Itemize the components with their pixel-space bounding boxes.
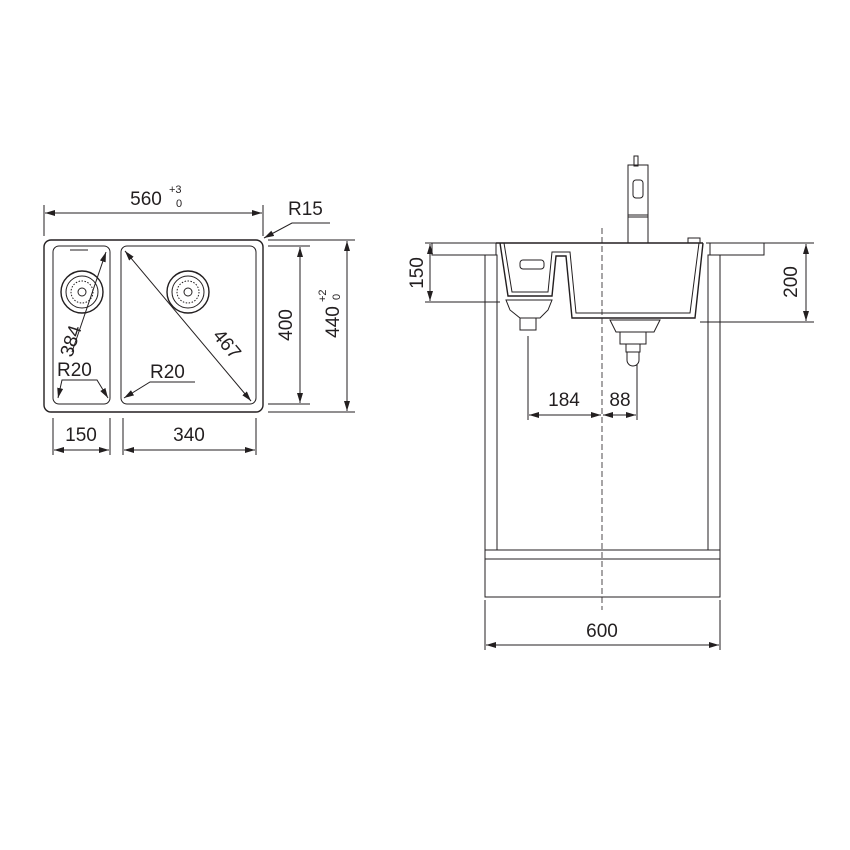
- inner-height-dimension: 400: [276, 309, 297, 341]
- small-bowl-depth-dimension: 150: [407, 257, 428, 289]
- width-dimension: 560: [130, 189, 162, 210]
- small-drain-fitting-icon: [505, 299, 553, 331]
- small-drain-icon: [60, 270, 104, 314]
- large-drain-fitting-icon: [609, 319, 661, 367]
- large-bowl-diagonal-dimension: 467: [208, 326, 244, 364]
- sink-profile: [496, 242, 704, 319]
- faucet-icon: [627, 155, 649, 244]
- large-drain-offset-dimension: 88: [609, 390, 630, 411]
- overflow-icon: [519, 259, 545, 270]
- cabinet-plinth: [484, 558, 721, 598]
- side-view: 150 200 184 88 600: [407, 155, 814, 650]
- width-tolerance-upper: +3: [169, 184, 182, 196]
- countertop-right: [709, 242, 765, 256]
- small-bowl-radius-label: R20: [57, 360, 92, 381]
- large-drain-icon: [166, 270, 210, 314]
- small-drain-offset-dimension: 184: [548, 390, 580, 411]
- corner-radius-label: R15: [288, 199, 323, 220]
- large-bowl: [120, 245, 257, 405]
- countertop-left: [431, 242, 497, 256]
- sink-outline: [43, 239, 264, 413]
- large-bowl-depth-dimension: 200: [781, 266, 802, 298]
- small-bowl-diagonal-dimension: 384: [57, 322, 87, 359]
- small-bowl: [52, 245, 111, 405]
- width-tolerance-lower: 0: [176, 198, 182, 210]
- cabinet-wall-right: [707, 254, 721, 551]
- cabinet-bottom: [484, 549, 721, 560]
- height-tolerance-lower: 0: [331, 294, 343, 300]
- height-tolerance-upper: +2: [317, 289, 329, 302]
- cabinet-width-dimension: 600: [586, 621, 618, 642]
- cabinet-wall-left: [484, 254, 498, 551]
- outer-height-dimension: 440: [323, 306, 344, 338]
- small-bowl-width-dimension: 150: [65, 425, 97, 446]
- large-bowl-width-dimension: 340: [173, 425, 205, 446]
- large-bowl-radius-label: R20: [150, 362, 185, 383]
- top-view: 560 +3 0 R15 400 440 +2 0 150 340 467 38…: [43, 184, 355, 455]
